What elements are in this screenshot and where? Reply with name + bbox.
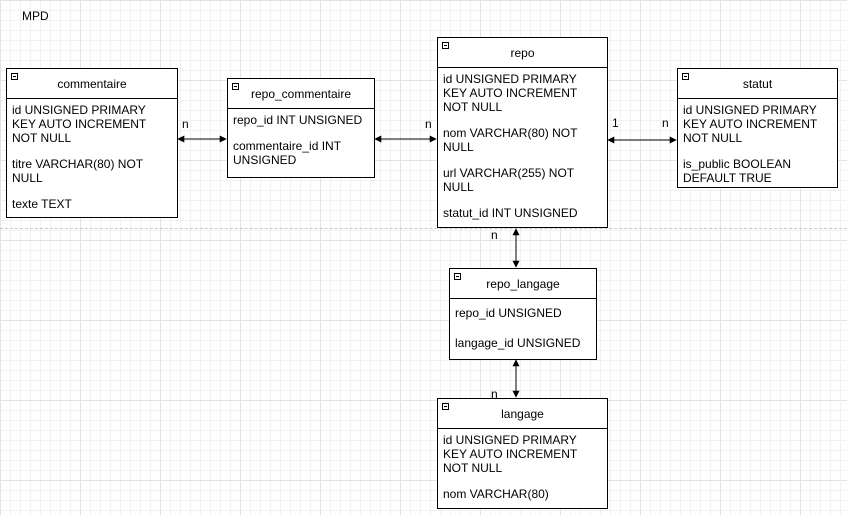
entity-repo-langage[interactable]: repo_langage repo_id UNSIGNED langage_id… [449, 268, 597, 360]
entity-field: is_public BOOLEAN DEFAULT TRUE [683, 157, 792, 185]
cardinality-langage: n [491, 387, 498, 401]
collapse-icon[interactable] [682, 73, 689, 80]
entity-repo-commentaire[interactable]: repo_commentaire repo_id INT UNSIGNED co… [227, 78, 375, 178]
entity-commentaire[interactable]: commentaire id UNSIGNED PRIMARY KEY AUTO… [6, 68, 178, 218]
entity-field: id UNSIGNED PRIMARY KEY AUTO INCREMENT N… [443, 72, 578, 114]
collapse-icon[interactable] [232, 83, 239, 90]
entity-header[interactable]: langage [438, 399, 607, 429]
collapse-icon[interactable] [442, 403, 449, 410]
cardinality-commentaire: n [182, 117, 189, 131]
entity-title: repo_langage [486, 276, 560, 291]
entity-field: nom VARCHAR(80) NOT NULL [443, 126, 578, 154]
collapse-icon[interactable] [454, 273, 461, 280]
entity-field: statut_id INT UNSIGNED [443, 206, 578, 220]
entity-field: id UNSIGNED PRIMARY KEY AUTO INCREMENT N… [683, 103, 818, 145]
entity-field: commentaire_id INT UNSIGNED [233, 139, 341, 167]
entity-field: id UNSIGNED PRIMARY KEY AUTO INCREMENT N… [443, 433, 578, 475]
entity-field: texte TEXT [12, 197, 72, 211]
entity-field: repo_id UNSIGNED [455, 306, 562, 320]
collapse-icon[interactable] [442, 42, 449, 49]
cardinality-statut: n [662, 116, 669, 130]
cardinality-repo-left: n [425, 117, 432, 131]
entity-title: statut [742, 76, 773, 91]
entity-field: nom VARCHAR(80) [443, 487, 549, 501]
entity-title: repo_commentaire [250, 86, 352, 101]
entity-header[interactable]: commentaire [7, 69, 177, 99]
diagram-label: MPD [22, 9, 49, 23]
entity-header[interactable]: statut [678, 69, 837, 99]
entity-title: repo [510, 45, 535, 60]
entity-header[interactable]: repo_commentaire [228, 79, 374, 109]
entity-repo[interactable]: repo id UNSIGNED PRIMARY KEY AUTO INCREM… [437, 37, 608, 228]
entity-statut[interactable]: statut id UNSIGNED PRIMARY KEY AUTO INCR… [677, 68, 838, 188]
entity-field: titre VARCHAR(80) NOT NULL [12, 157, 143, 185]
entity-title: commentaire [57, 76, 127, 91]
page-break-line [0, 228, 847, 229]
collapse-icon[interactable] [11, 73, 18, 80]
entity-header[interactable]: repo_langage [450, 269, 596, 299]
entity-field: url VARCHAR(255) NOT NULL [443, 166, 574, 194]
entity-field: langage_id UNSIGNED [455, 336, 581, 350]
entity-langage[interactable]: langage id UNSIGNED PRIMARY KEY AUTO INC… [437, 398, 608, 509]
cardinality-repo-bottom: n [491, 228, 498, 242]
entity-header[interactable]: repo [438, 38, 607, 68]
entity-title: langage [501, 406, 544, 421]
entity-field: id UNSIGNED PRIMARY KEY AUTO INCREMENT N… [12, 103, 147, 145]
cardinality-repo-right: 1 [612, 116, 619, 130]
entity-field: repo_id INT UNSIGNED [233, 113, 363, 127]
